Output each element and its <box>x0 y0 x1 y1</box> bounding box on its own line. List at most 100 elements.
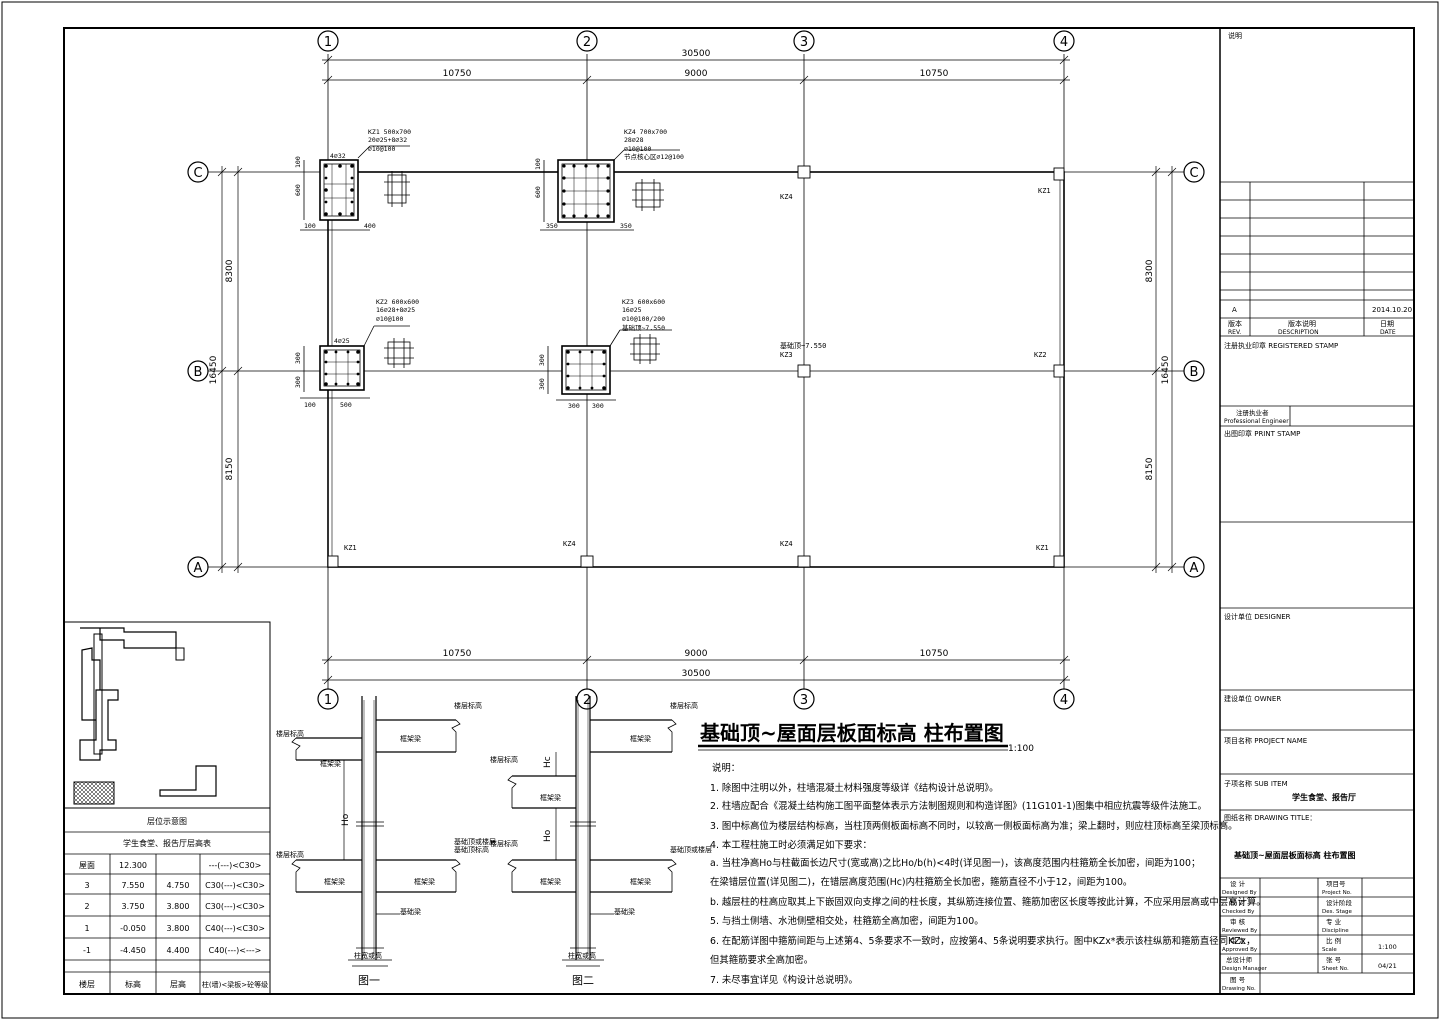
floor-table-subtitle: 学生食堂、报告厅层高表 <box>123 838 211 848</box>
floor-row-4-floor: 1 <box>84 924 89 933</box>
tb-sign-3-cn2: 专 业 <box>1326 917 1342 926</box>
floor-header-floor: 楼层 <box>79 979 95 989</box>
kz4-dim-a: 350 <box>546 222 558 230</box>
dim-span-2-top: 9000 <box>685 69 708 79</box>
fig1-ho: Ho <box>341 813 351 826</box>
tb-sign-2-en2: Des. Stage <box>1322 909 1352 915</box>
kz3-range: 基础顶~7.550 <box>622 323 665 332</box>
dim-total-top: 30500 <box>682 49 711 59</box>
note-2: 2. 柱墙应配合《混凝土结构施工图平面整体表示方法制图规则和构造详图》(11G1… <box>710 800 1207 812</box>
tb-owner: 建设单位 OWNER <box>1224 694 1281 703</box>
detail-figure-2: 楼层标高 楼层标高 框架梁 框架梁 楼层标高 基础顶或楼层 框架梁 框架梁 基础… <box>490 696 712 987</box>
note-5: 5. 与挡土侧墙、水池侧壁相交处，柱箍筋全高加密，间距为100。 <box>710 915 984 927</box>
floor-row-5-grade: C40(---)<---> <box>209 946 262 955</box>
dim-span-1-top: 10750 <box>443 69 472 79</box>
fig2-caption: 图二 <box>572 974 594 987</box>
tb-rev-date: 2014.10.20 <box>1372 306 1412 314</box>
marker-c3: KZ4 <box>780 193 793 201</box>
fig1-label-3: 框架梁 <box>320 759 341 768</box>
axis-bubble-c: C <box>193 166 202 181</box>
fig1-label-9: 框架梁 <box>414 877 435 886</box>
tb-sign-3-en: Reviewed By <box>1222 928 1258 934</box>
kz1-dim-top: 100 <box>294 156 302 168</box>
note-6: 6. 在配筋详图中箍筋间距与上述第4、5条要求不一致时，应按第4、5条说明要求执… <box>710 935 1255 947</box>
note-7: 7. 未尽事宜详见《构设计总说明》。 <box>710 974 858 986</box>
tb-sign-2-cn2: 设计阶段 <box>1326 898 1353 907</box>
tb-rev-h3: 日期 <box>1380 320 1394 328</box>
tb-rev-h2e: DESCRIPTION <box>1278 329 1319 336</box>
note-4a: a. 当柱净高Ho与柱截面长边尺寸(宽或高)之比Ho/b(h)<4时(详见图一)… <box>710 857 1200 869</box>
floor-row-2-floor: 3 <box>84 881 89 890</box>
axis-bubble-1-bottom: 1 <box>324 693 332 708</box>
floor-row-3-floor: 2 <box>84 902 89 911</box>
fig1-label-8: 基础顶标高 <box>454 845 489 854</box>
tb-sign-3-cn: 审 核 <box>1230 917 1246 926</box>
tb-drawing-title-label: 图纸名称 DRAWING TITLE： <box>1224 813 1316 822</box>
column-layout-plan: 1 2 3 4 1 2 3 4 C B A C B A <box>187 30 1205 710</box>
dim-y-span-1-right: 8300 <box>1145 259 1155 282</box>
tb-sign-1-cn: 设 计 <box>1230 879 1246 888</box>
kz2-title: KZ2 600x600 <box>376 298 419 306</box>
floor-table: 层位示意图 学生食堂、报告厅层高表 屋面 12.300 ---(---)<C30… <box>63 807 271 995</box>
dim-total-bottom: 30500 <box>682 669 711 679</box>
tb-registered-stamp: 注册执业印章 REGISTERED STAMP <box>1224 341 1338 350</box>
kz3-dim-h2: 300 <box>538 378 546 390</box>
fig2-ho: Ho <box>543 829 553 842</box>
tb-sign-4-en: Approved By <box>1222 947 1258 953</box>
tb-sign-1-en: Designed By <box>1222 890 1257 896</box>
axis-bubble-4-bottom: 4 <box>1060 693 1068 708</box>
detail-figure-1: 楼层标高 楼层标高 框架梁 框架梁 框架梁 楼层标高 基础顶或楼层 基础顶标高 … <box>276 696 496 987</box>
drawing-scale: 1:100 <box>1008 744 1034 754</box>
kz4-dim-h: 600 <box>534 186 542 198</box>
note-4a-cont: 在梁错层位置(详见图二)，在错层高度范围(Hc)内柱箍筋全长加密，箍筋直径不小于… <box>710 876 1132 888</box>
kz3-dim-a: 300 <box>568 402 580 410</box>
note-6-cont: 但其箍筋要求全高加密。 <box>710 954 813 966</box>
axis-bubble-3: 3 <box>800 35 808 50</box>
drawing-title-block: 基础顶~屋面层板面标高 柱布置图 1:100 <box>698 721 1034 754</box>
tb-sign-6-en: Drawing No. <box>1222 986 1256 992</box>
tb-sign-1-en2: Project No. <box>1322 890 1352 896</box>
tb-designer: 设计单位 DESIGNER <box>1224 612 1291 621</box>
dim-span-1-bottom: 10750 <box>443 649 472 659</box>
key-plan <box>63 621 271 809</box>
general-notes: 说明： 1. 除图中注明以外，柱墙混凝土材料强度等级详《结构设计总说明》。 2.… <box>710 762 1266 986</box>
kz1-title: KZ1 500x700 <box>368 128 411 136</box>
fig2-base-label: 柱宽或高 <box>568 951 596 960</box>
kz3-title: KZ3 600x600 <box>622 298 665 306</box>
marker-a2: KZ4 <box>563 540 576 548</box>
kz1-main-bars: 20⌀25+8⌀32 <box>368 136 407 144</box>
axis-bubble-c-right: C <box>1189 166 1198 181</box>
dim-span-3-bottom: 10750 <box>920 649 949 659</box>
floor-row-2-elev: 7.550 <box>122 881 145 890</box>
kz4-title: KZ4 700x700 <box>624 128 667 136</box>
kz1-corner-bars: 4⌀32 <box>330 152 346 160</box>
floor-row-3-height: 3.800 <box>167 902 190 911</box>
tb-sign-2-en: Checked By <box>1222 909 1255 915</box>
notes-heading: 说明： <box>712 762 740 774</box>
note-1: 1. 除图中注明以外，柱墙混凝土材料强度等级详《结构设计总说明》。 <box>710 782 998 794</box>
tb-sign-5-en: Design Manager <box>1222 966 1268 972</box>
floor-row-1-elev: 12.300 <box>119 861 147 870</box>
tb-project: 项目名称 PROJECT NAME <box>1224 736 1307 745</box>
kz4-dim-top: 100 <box>534 158 542 170</box>
kz1-dim-a: 100 <box>304 222 316 230</box>
dim-y-span-2-right: 8150 <box>1145 457 1155 480</box>
kz1-stirrup: ⌀10@100 <box>368 145 395 153</box>
kz2-dim-a: 100 <box>304 401 316 409</box>
floor-row-3-grade: C30(---)<C30> <box>205 902 265 911</box>
axis-bubble-3-bottom: 3 <box>800 693 808 708</box>
dim-span-3-top: 10750 <box>920 69 949 79</box>
marker-a1: KZ1 <box>344 544 357 552</box>
fig2-label-7: 框架梁 <box>540 877 561 886</box>
note-4: 4. 本工程柱施工时必须满足如下要求： <box>710 839 872 851</box>
kz3-dim-b: 300 <box>592 402 604 410</box>
tb-sign-5-cn: 总设计师 <box>1226 955 1253 964</box>
floor-table-title: 层位示意图 <box>147 816 187 826</box>
tb-sign-1-cn2: 项目号 <box>1326 880 1346 888</box>
tb-sign-4-en2: Scale <box>1322 947 1337 953</box>
fig2-label-5: 楼层标高 <box>490 839 518 848</box>
tb-rev-h1e: REV. <box>1228 329 1241 336</box>
tb-print-stamp: 出图印章 PRINT STAMP <box>1224 429 1300 438</box>
